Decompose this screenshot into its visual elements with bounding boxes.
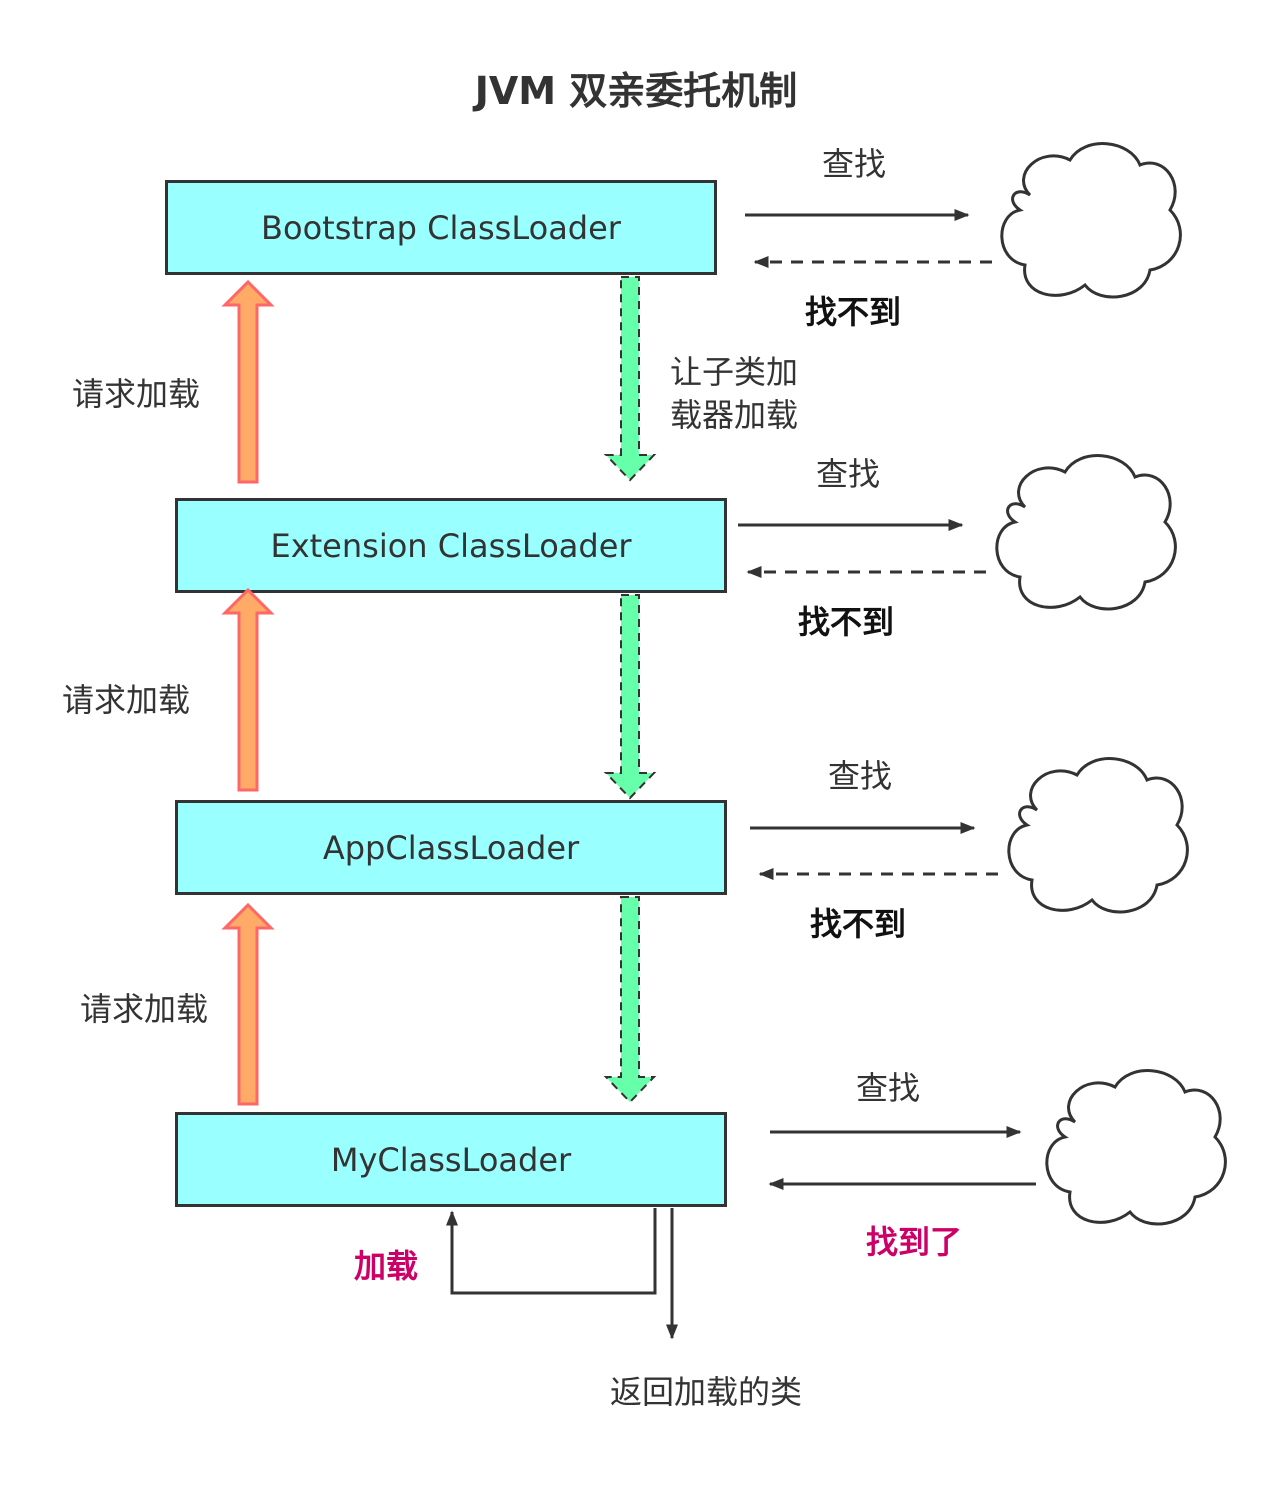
my-classloader-label: MyClassLoader [330,1140,572,1179]
load-loop-arrow [446,1208,657,1295]
load-label: 加载 [354,1247,419,1285]
found-label: 找到了 [866,1223,963,1261]
request-arrow-1 [221,279,275,484]
cloud-icon [1045,1069,1227,1226]
cloud-icon [1000,142,1182,299]
app-classloader-label: AppClassLoader [322,828,580,867]
my-classloader-box: MyClassLoader [175,1112,727,1207]
not-found-label-3: 找不到 [810,905,907,943]
search-label-2: 查找 [816,455,881,493]
request-load-label-1: 请求加载 [72,375,201,413]
request-arrow-3 [221,902,275,1106]
delegate-arrow-2 [603,594,657,800]
not-found-label-1: 找不到 [805,293,902,331]
extension-classloader-label: Extension ClassLoader [270,526,632,565]
delegate-label-line1: 让子类加 [670,353,799,391]
bootstrap-classloader-box: Bootstrap ClassLoader [165,180,717,275]
search-label-4: 查找 [856,1069,921,1107]
delegate-arrow-3 [603,896,657,1104]
extension-classloader-box: Extension ClassLoader [175,498,727,593]
bootstrap-classloader-label: Bootstrap ClassLoader [261,208,621,247]
not-found-label-2: 找不到 [798,603,895,641]
cloud-icon [1007,757,1189,914]
cloud-icon [995,454,1177,611]
request-load-label-3: 请求加载 [80,990,209,1028]
app-classloader-box: AppClassLoader [175,800,727,895]
request-load-label-2: 请求加载 [62,681,191,719]
return-class-label: 返回加载的类 [610,1373,803,1411]
search-label-1: 查找 [822,145,887,183]
delegate-arrow-1 [603,276,657,482]
diagram-title: JVM 双亲委托机制 [474,69,798,113]
delegate-label-line2: 载器加载 [670,396,799,434]
request-arrow-2 [221,587,275,792]
search-label-3: 查找 [828,757,893,795]
